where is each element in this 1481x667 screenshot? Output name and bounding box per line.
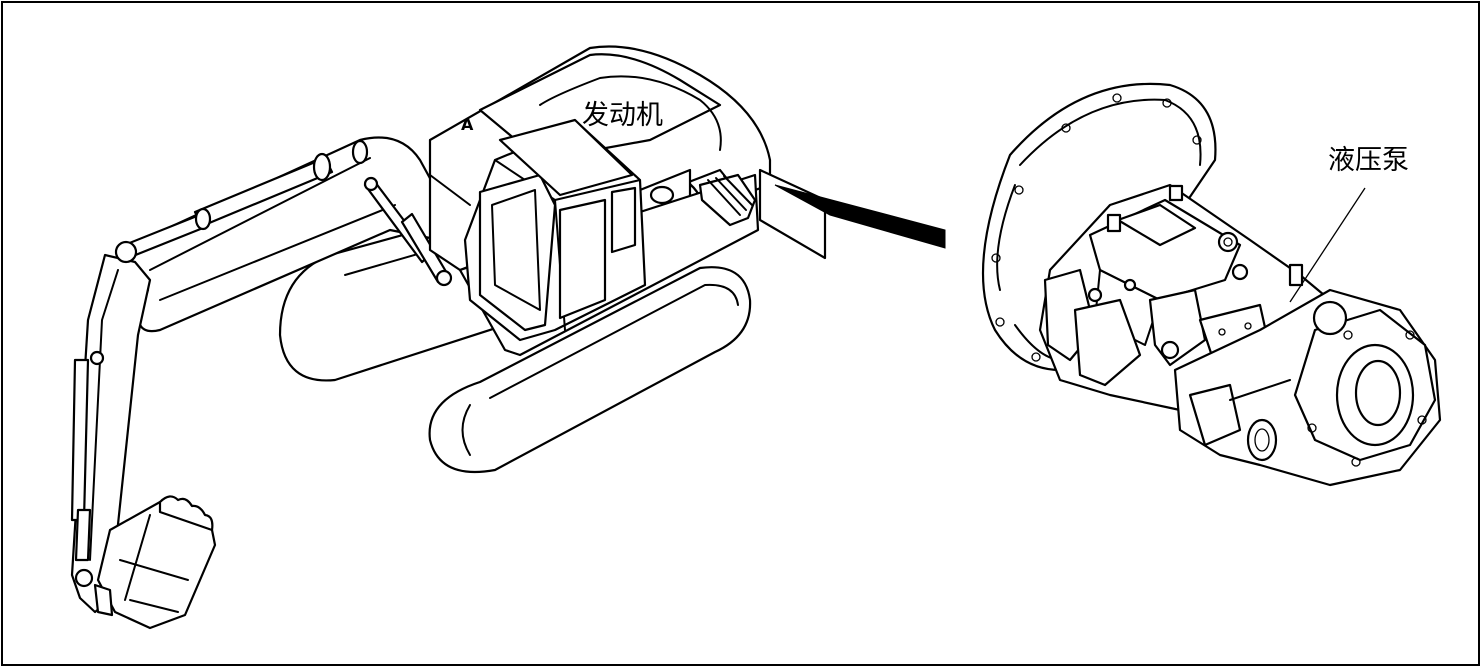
pump-rear-housing bbox=[1173, 288, 1442, 487]
hydraulic-pump-label: 液压泵 bbox=[1328, 145, 1409, 176]
cab-marker-label: A bbox=[461, 115, 474, 134]
cab bbox=[463, 118, 647, 342]
connection-wedge bbox=[774, 184, 946, 249]
boom-cylinder bbox=[363, 176, 453, 287]
front-crawler-track bbox=[428, 266, 752, 474]
excavator bbox=[70, 45, 946, 630]
bucket bbox=[93, 495, 217, 630]
pump-leader-line bbox=[1289, 187, 1366, 303]
bucket-cylinder bbox=[70, 358, 92, 562]
engine-label: 发动机 bbox=[582, 100, 663, 131]
hydraulic-pump bbox=[981, 82, 1442, 487]
